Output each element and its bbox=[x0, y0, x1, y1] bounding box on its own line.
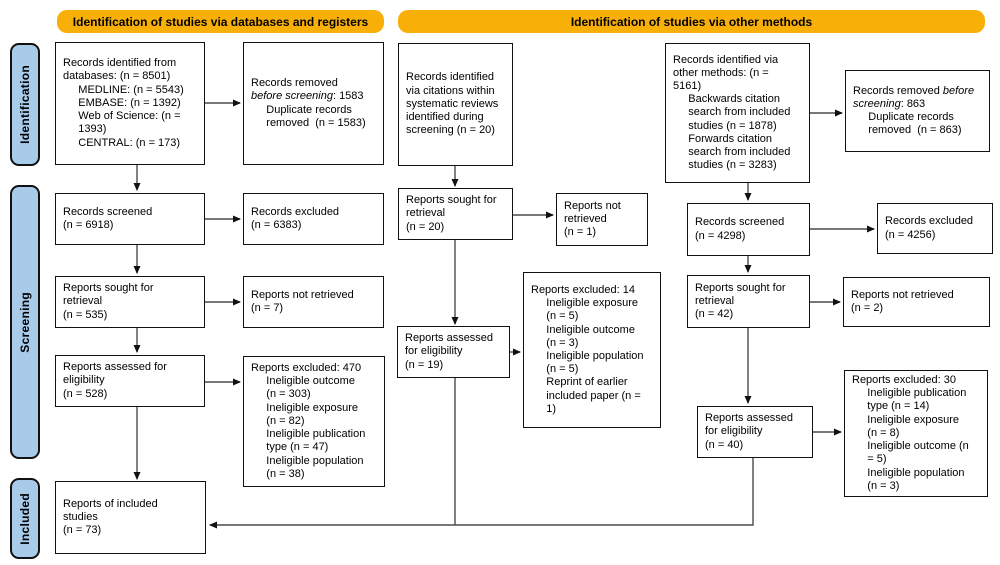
records-removed-db-suffix: : 1583 Duplicate records removed (n = 15… bbox=[266, 90, 366, 129]
box-reports-sought-db-text: Reports sought for retrieval (n = 535) bbox=[63, 282, 154, 321]
box-reports-excluded-reasons-other-text: Reports excluded: 30 Ineligible publicat… bbox=[852, 374, 969, 492]
records-removed-db-prefix: Records removed bbox=[251, 77, 338, 90]
box-records-removed-db: Records removed before screening: 1583 D… bbox=[243, 42, 384, 165]
records-removed-other-italic: before screening bbox=[853, 84, 975, 110]
box-reports-included: Reports of included studies (n = 73) bbox=[55, 481, 206, 554]
stage-label-included: Included bbox=[10, 478, 40, 559]
box-reports-sought-citations-text: Reports sought for retrieval (n = 20) bbox=[406, 194, 497, 233]
stage-label-screening: Screening bbox=[10, 185, 40, 459]
box-records-identified-other: Records identified via other methods: (n… bbox=[665, 43, 810, 183]
box-records-removed-db-text: Records removed before screening: 1583 D… bbox=[244, 75, 369, 132]
box-reports-assessed-other: Reports assessed for eligibility (n = 40… bbox=[697, 406, 813, 458]
box-reports-assessed-citations-text: Reports assessed for eligibility (n = 19… bbox=[405, 332, 494, 371]
box-records-identified-citations-text: Records identified via citations within … bbox=[406, 71, 499, 137]
records-removed-other-suffix: : 863 Duplicate records removed (n = 863… bbox=[868, 97, 962, 137]
box-records-removed-other: Records removed before screening: 863 Du… bbox=[845, 70, 990, 152]
records-removed-db-italic: before screening bbox=[251, 90, 333, 103]
box-reports-sought-other: Reports sought for retrieval (n = 42) bbox=[687, 275, 810, 328]
box-reports-sought-db: Reports sought for retrieval (n = 535) bbox=[55, 276, 205, 328]
box-reports-excluded-reasons-citations-text: Reports excluded: 14 Ineligible exposure… bbox=[531, 283, 644, 415]
box-reports-assessed-other-text: Reports assessed for eligibility (n = 40… bbox=[705, 412, 794, 451]
box-reports-not-retrieved-db-text: Reports not retrieved (n = 7) bbox=[251, 288, 354, 314]
box-reports-sought-other-text: Reports sought for retrieval (n = 42) bbox=[695, 281, 786, 321]
stage-label-screening-text: Screening bbox=[18, 291, 32, 353]
box-reports-assessed-citations: Reports assessed for eligibility (n = 19… bbox=[397, 326, 510, 378]
box-records-identified-citations: Records identified via citations within … bbox=[398, 43, 513, 166]
section-header-databases-registers: Identification of studies via databases … bbox=[57, 10, 384, 33]
box-reports-excluded-reasons-citations: Reports excluded: 14 Ineligible exposure… bbox=[523, 272, 661, 428]
box-reports-assessed-db: Reports assessed for eligibility (n = 52… bbox=[55, 355, 205, 407]
box-reports-included-text: Reports of included studies (n = 73) bbox=[63, 497, 158, 537]
box-records-screened-db-text: Records screened (n = 6918) bbox=[63, 205, 153, 231]
box-records-screened-db: Records screened (n = 6918) bbox=[55, 193, 205, 245]
box-reports-excluded-reasons-db: Reports excluded: 470 Ineligible outcome… bbox=[243, 356, 385, 487]
box-reports-sought-citations: Reports sought for retrieval (n = 20) bbox=[398, 188, 513, 240]
box-records-identified-other-text: Records identified via other methods: (n… bbox=[673, 53, 791, 172]
box-records-removed-other-text: Records removed before screening: 863 Du… bbox=[846, 83, 977, 140]
box-reports-assessed-db-text: Reports assessed for eligibility (n = 52… bbox=[63, 361, 167, 400]
arrow-other-assessed-to-included bbox=[209, 458, 754, 529]
box-reports-excluded-reasons-db-text: Reports excluded: 470 Ineligible outcome… bbox=[251, 362, 366, 480]
records-removed-other-prefix: Records removed bbox=[853, 84, 943, 97]
box-reports-not-retrieved-citations: Reports not retrieved (n = 1) bbox=[556, 193, 648, 246]
box-records-screened-other: Records screened (n = 4298) bbox=[687, 203, 810, 256]
stage-label-identification: Identification bbox=[10, 43, 40, 166]
box-reports-not-retrieved-other-text: Reports not retrieved (n = 2) bbox=[851, 288, 954, 314]
box-records-excluded-other: Records excluded (n = 4256) bbox=[877, 203, 993, 254]
box-reports-not-retrieved-db: Reports not retrieved (n = 7) bbox=[243, 276, 384, 328]
stage-label-identification-text: Identification bbox=[18, 65, 32, 144]
box-records-screened-other-text: Records screened (n = 4298) bbox=[695, 216, 785, 242]
box-records-excluded-other-text: Records excluded (n = 4256) bbox=[885, 215, 974, 241]
box-records-excluded-db: Records excluded (n = 6383) bbox=[243, 193, 384, 245]
box-reports-excluded-reasons-other: Reports excluded: 30 Ineligible publicat… bbox=[844, 370, 988, 497]
stage-label-included-text: Included bbox=[18, 492, 32, 545]
box-records-identified-databases-text: Records identified from databases: (n = … bbox=[63, 57, 184, 149]
section-header-other-methods: Identification of studies via other meth… bbox=[398, 10, 985, 33]
box-records-identified-databases: Records identified from databases: (n = … bbox=[55, 42, 205, 165]
box-records-excluded-db-text: Records excluded (n = 6383) bbox=[251, 205, 340, 231]
box-reports-not-retrieved-citations-text: Reports not retrieved (n = 1) bbox=[564, 199, 621, 239]
box-reports-not-retrieved-other: Reports not retrieved (n = 2) bbox=[843, 277, 990, 327]
